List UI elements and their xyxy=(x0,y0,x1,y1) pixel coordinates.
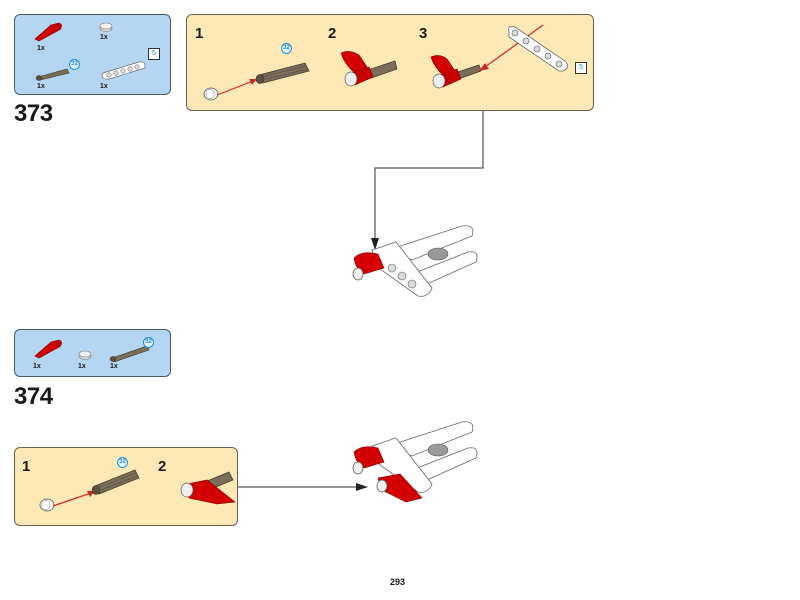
part-qty: 1x xyxy=(78,363,86,370)
wedge-axle-assembly-icon xyxy=(430,55,482,89)
page-number: 293 xyxy=(390,577,406,587)
sub-step-number: 1 xyxy=(22,458,31,475)
sub-step-number: 2 xyxy=(328,25,337,42)
bush-icon xyxy=(39,498,55,512)
axle-length-badge: 32 xyxy=(143,337,154,348)
beam-size-badge: 5 xyxy=(148,48,160,60)
sub-step-number: 1 xyxy=(195,25,204,42)
axle-length-badge: 32 xyxy=(117,457,128,468)
axle-icon xyxy=(91,469,140,495)
white-beam-icon xyxy=(101,61,146,80)
red-wedge-icon xyxy=(34,22,62,42)
bush-icon xyxy=(203,87,219,101)
part-qty: 1x xyxy=(33,363,41,370)
wedge-axle-assembly-icon xyxy=(180,471,236,505)
part-qty: 1x xyxy=(110,363,118,370)
bush-icon xyxy=(99,22,113,32)
bush-icon xyxy=(78,350,92,360)
parts-list-374: 1x 1x 32 1x xyxy=(14,329,171,377)
parts-list-373: 1x 1x 32 1x 5 1x xyxy=(14,14,171,95)
insert-arrow-icon xyxy=(479,24,544,71)
insert-arrow-icon xyxy=(216,79,257,96)
white-beam-icon xyxy=(508,26,568,72)
part-qty: 1x xyxy=(100,34,108,41)
axle-length-badge: 32 xyxy=(281,43,292,54)
red-wedge-icon xyxy=(34,339,62,359)
assembly-result-373-icon xyxy=(352,225,478,297)
axle-length-badge: 32 xyxy=(69,59,80,70)
part-qty: 1x xyxy=(37,45,45,52)
axle-icon xyxy=(35,68,70,81)
step-number-374: 374 xyxy=(14,383,53,410)
step-box-374: 1 2 32 xyxy=(14,447,238,526)
beam-size-badge: 5 xyxy=(575,62,587,74)
part-qty: 1x xyxy=(37,83,45,90)
axle-icon xyxy=(255,62,310,84)
sub-step-number: 2 xyxy=(158,458,167,475)
sub-step-number: 3 xyxy=(419,25,428,42)
step-number-373: 373 xyxy=(14,100,53,127)
axle-icon xyxy=(109,345,150,363)
wedge-axle-assembly-icon xyxy=(340,51,398,87)
assembly-result-374-icon xyxy=(352,421,478,503)
part-qty: 1x xyxy=(100,83,108,90)
step-box-373: 1 2 3 32 5 xyxy=(186,14,594,111)
